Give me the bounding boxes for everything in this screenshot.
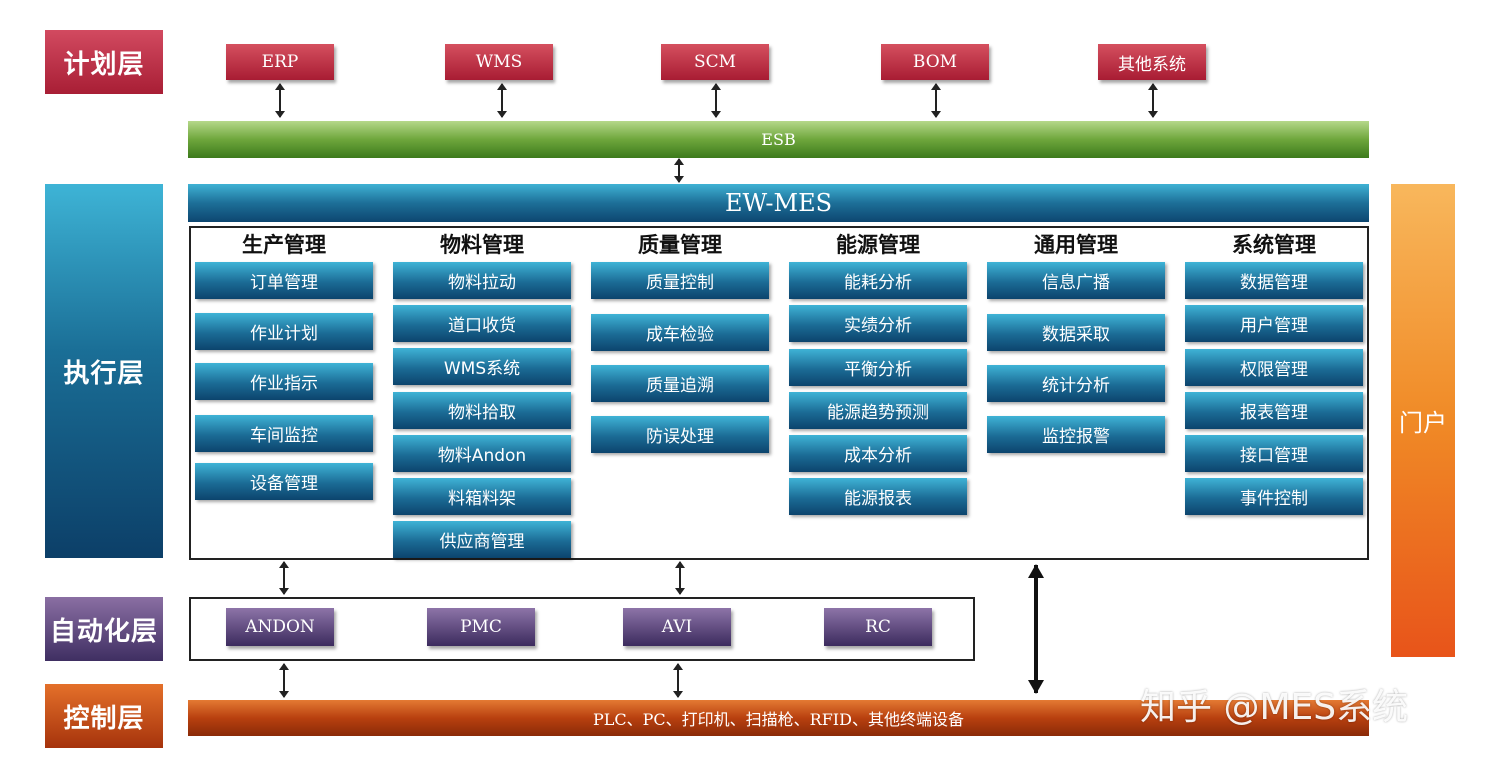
module-item: 防误处理 bbox=[591, 416, 769, 453]
module-item: 实绩分析 bbox=[789, 305, 967, 342]
module-item: 质量控制 bbox=[591, 262, 769, 299]
module-production: 生产管理 订单管理 作业计划 作业指示 车间监控 设备管理 bbox=[195, 229, 373, 500]
module-item: 质量追溯 bbox=[591, 365, 769, 402]
arrow-erp-esb bbox=[275, 83, 285, 118]
arrow-andon-control bbox=[279, 663, 289, 698]
module-item: 能源趋势预测 bbox=[789, 392, 967, 429]
module-item: 成本分析 bbox=[789, 435, 967, 472]
module-item: 能耗分析 bbox=[789, 262, 967, 299]
arrow-esb-mes bbox=[674, 158, 684, 183]
module-item: 物料拉动 bbox=[393, 262, 571, 299]
module-quality: 质量管理 质量控制 成车检验 质量追溯 防误处理 bbox=[591, 229, 769, 453]
control-bar: PLC、PC、打印机、扫描枪、RFID、其他终端设备 bbox=[188, 700, 1369, 736]
arrow-wms-esb bbox=[497, 83, 507, 118]
arrow-avi-control bbox=[673, 663, 683, 698]
module-item: 信息广播 bbox=[987, 262, 1165, 299]
layer-label-plan: 计划层 bbox=[45, 30, 163, 94]
module-title: 生产管理 bbox=[242, 233, 326, 257]
portal-bar: 门户 bbox=[1391, 184, 1455, 657]
module-general: 通用管理 信息广播 数据采取 统计分析 监控报警 bbox=[987, 229, 1165, 453]
arrow-bom-esb bbox=[931, 83, 941, 118]
module-item: 监控报警 bbox=[987, 416, 1165, 453]
module-item: 用户管理 bbox=[1185, 305, 1363, 342]
module-item: 物料Andon bbox=[393, 435, 571, 472]
arrow-mes-andon bbox=[279, 561, 289, 595]
module-energy: 能源管理 能耗分析 实绩分析 平衡分析 能源趋势预测 成本分析 能源报表 bbox=[789, 229, 967, 515]
module-item: 平衡分析 bbox=[789, 349, 967, 386]
module-item: 车间监控 bbox=[195, 415, 373, 452]
layer-label-exec: 执行层 bbox=[45, 184, 163, 558]
module-item: 报表管理 bbox=[1185, 392, 1363, 429]
module-item: 设备管理 bbox=[195, 463, 373, 500]
module-item: 料箱料架 bbox=[393, 478, 571, 515]
module-title: 通用管理 bbox=[1034, 233, 1118, 257]
layer-label-auto: 自动化层 bbox=[45, 597, 163, 661]
system-erp: ERP bbox=[226, 44, 334, 80]
module-item: 供应商管理 bbox=[393, 521, 571, 558]
automation-pmc: PMC bbox=[427, 608, 535, 646]
system-other: 其他系统 bbox=[1098, 44, 1206, 80]
automation-andon: ANDON bbox=[226, 608, 334, 646]
automation-rc: RC bbox=[824, 608, 932, 646]
mes-bar: EW-MES bbox=[188, 184, 1369, 222]
watermark: 知乎 @MES系统 bbox=[1140, 687, 1409, 728]
arrow-mes-control bbox=[1028, 564, 1044, 694]
module-item: 订单管理 bbox=[195, 262, 373, 299]
module-item: 作业指示 bbox=[195, 363, 373, 400]
module-title: 系统管理 bbox=[1232, 233, 1316, 257]
system-scm: SCM bbox=[661, 44, 769, 80]
module-system: 系统管理 数据管理 用户管理 权限管理 报表管理 接口管理 事件控制 bbox=[1185, 229, 1363, 515]
execution-frame bbox=[189, 226, 1369, 560]
automation-avi: AVI bbox=[623, 608, 731, 646]
module-item: 事件控制 bbox=[1185, 478, 1363, 515]
module-item: 能源报表 bbox=[789, 478, 967, 515]
arrow-other-esb bbox=[1148, 83, 1158, 118]
esb-bar: ESB bbox=[188, 121, 1369, 158]
system-bom: BOM bbox=[881, 44, 989, 80]
module-title: 质量管理 bbox=[638, 233, 722, 257]
module-item: 接口管理 bbox=[1185, 435, 1363, 472]
arrow-scm-esb bbox=[711, 83, 721, 118]
system-wms: WMS bbox=[445, 44, 553, 80]
module-item: 数据管理 bbox=[1185, 262, 1363, 299]
module-title: 物料管理 bbox=[440, 233, 524, 257]
module-item: WMS系统 bbox=[393, 348, 571, 385]
module-item: 统计分析 bbox=[987, 365, 1165, 402]
module-item: 物料拾取 bbox=[393, 392, 571, 429]
module-item: 作业计划 bbox=[195, 313, 373, 350]
module-item: 权限管理 bbox=[1185, 349, 1363, 386]
module-title: 能源管理 bbox=[836, 233, 920, 257]
module-item: 成车检验 bbox=[591, 314, 769, 351]
layer-label-ctrl: 控制层 bbox=[45, 684, 163, 748]
arrow-mes-avi bbox=[675, 561, 685, 595]
module-material: 物料管理 物料拉动 道口收货 WMS系统 物料拾取 物料Andon 料箱料架 供… bbox=[393, 229, 571, 558]
module-item: 数据采取 bbox=[987, 314, 1165, 351]
module-item: 道口收货 bbox=[393, 305, 571, 342]
